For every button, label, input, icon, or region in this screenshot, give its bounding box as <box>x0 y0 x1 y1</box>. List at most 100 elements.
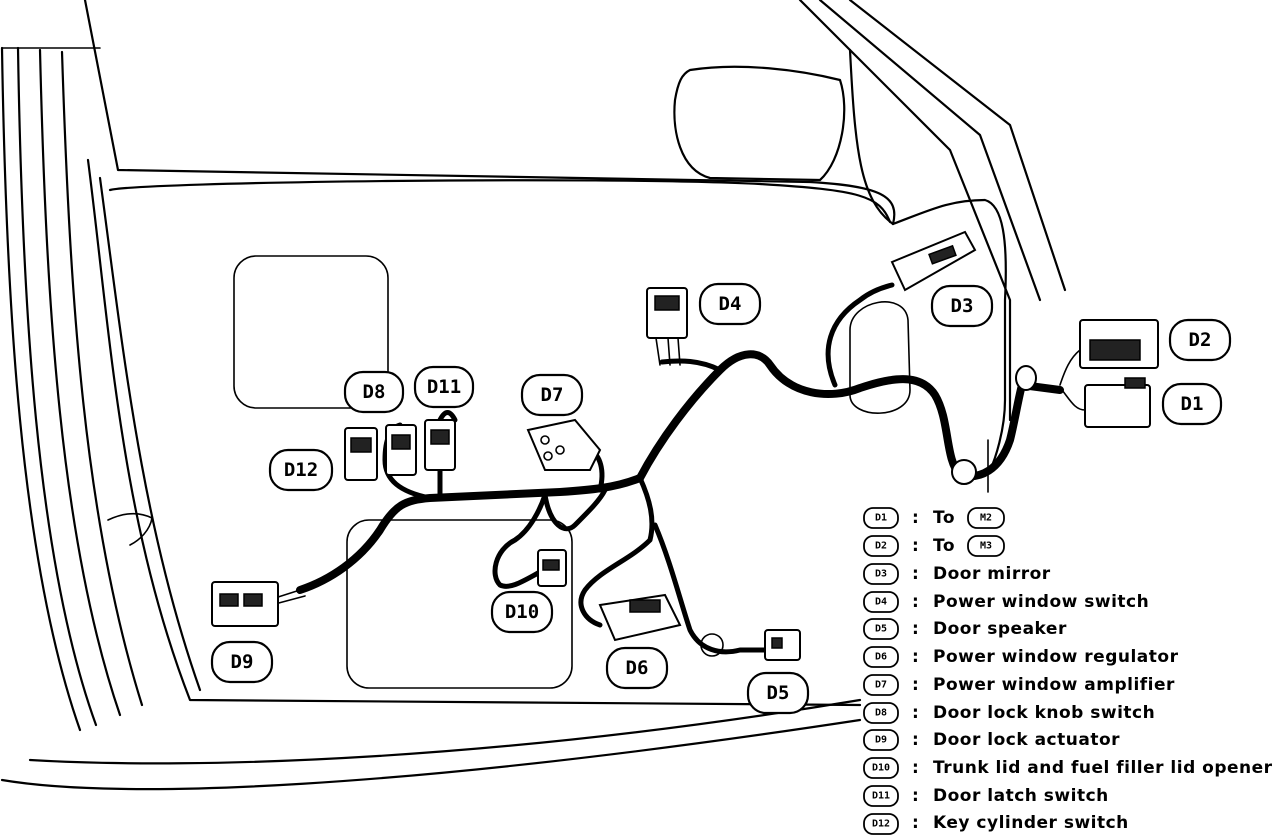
svg-text:D9: D9 <box>875 735 887 746</box>
legend-badge-d3: D3 <box>863 563 899 585</box>
svg-text:D4: D4 <box>719 293 742 315</box>
legend-separator: : <box>912 592 919 612</box>
callout-d4: D4 <box>698 282 762 326</box>
legend-row-d8: D8 : Door lock knob switch <box>863 702 1155 724</box>
callout-d6: D6 <box>605 646 669 690</box>
legend-separator: : <box>912 619 919 639</box>
callout-d9: D9 <box>210 640 274 684</box>
svg-text:D3: D3 <box>951 295 974 317</box>
svg-text:D8: D8 <box>363 381 386 403</box>
legend-text-d12: Key cylinder switch <box>933 813 1129 833</box>
legend-row-d10: D10 : Trunk lid and fuel filler lid open… <box>863 757 1273 779</box>
legend-badge-d10: D10 <box>863 757 899 779</box>
grommet-upper <box>1015 365 1037 391</box>
legend-row-d4: D4 : Power window switch <box>863 591 1149 613</box>
callout-d7: D7 <box>520 373 584 417</box>
legend-badge-d1: D1 <box>863 507 899 529</box>
connector-d1-body <box>1061 377 1151 428</box>
callout-d3: D3 <box>930 284 994 328</box>
svg-text:D7: D7 <box>541 384 564 406</box>
legend-text-d2: To <box>933 536 955 556</box>
svg-text:D11: D11 <box>427 376 461 398</box>
svg-text:D4: D4 <box>875 597 887 608</box>
svg-text:D1: D1 <box>1181 393 1204 415</box>
legend-row-d6: D6 : Power window regulator <box>863 646 1179 668</box>
door-outline <box>0 0 1067 791</box>
legend-separator: : <box>912 758 919 778</box>
legend-badge-d7: D7 <box>863 674 899 696</box>
legend-row-d9: D9 : Door lock actuator <box>863 729 1120 751</box>
legend-text-d3: Door mirror <box>933 564 1051 584</box>
callout-d12: D12 <box>268 448 334 492</box>
legend-badge-d12: D12 <box>863 813 899 835</box>
connector-d2-body <box>1059 319 1159 386</box>
legend-ref-m2: M2 <box>967 507 1005 529</box>
connector-d5-body <box>700 629 801 661</box>
legend-text-d6: Power window regulator <box>933 647 1179 667</box>
legend-row-d11: D11 : Door latch switch <box>863 785 1109 807</box>
legend-separator: : <box>912 786 919 806</box>
grommet-lower <box>951 459 977 485</box>
legend-row-d7: D7 : Power window amplifier <box>863 674 1175 696</box>
legend-text-d10: Trunk lid and fuel filler lid opener <box>933 758 1273 778</box>
callout-d11: D11 <box>413 365 475 409</box>
svg-text:D12: D12 <box>284 459 318 481</box>
connector-d10-body <box>537 549 567 587</box>
legend-separator: : <box>912 508 919 528</box>
legend-separator: : <box>912 647 919 667</box>
legend-separator: : <box>912 703 919 723</box>
legend-text-d5: Door speaker <box>933 619 1067 639</box>
legend-row-d12: D12 : Key cylinder switch <box>863 813 1129 835</box>
legend-text-d9: Door lock actuator <box>933 730 1120 750</box>
svg-text:D6: D6 <box>626 657 649 679</box>
legend-row-d1: D1 : To M2 <box>863 507 1005 529</box>
connector-d11-body <box>424 419 456 471</box>
legend-text-d8: Door lock knob switch <box>933 703 1155 723</box>
callout-d2: D2 <box>1168 318 1232 362</box>
legend-separator: : <box>912 813 919 833</box>
connector-d7-body <box>526 418 602 471</box>
connector-d4-body <box>646 287 688 366</box>
legend-text-d1: To <box>933 508 955 528</box>
connector-d6-body <box>598 593 682 642</box>
connector-d12-body <box>344 427 378 481</box>
legend-separator: : <box>912 536 919 556</box>
legend-separator: : <box>912 730 919 750</box>
legend-badge-d11: D11 <box>863 785 899 807</box>
callout-d1: D1 <box>1161 382 1223 426</box>
svg-text:M3: M3 <box>980 541 992 552</box>
legend-badge-d6: D6 <box>863 646 899 668</box>
legend-badge-d2: D2 <box>863 535 899 557</box>
legend-text-d4: Power window switch <box>933 592 1149 612</box>
svg-text:D10: D10 <box>872 763 890 774</box>
connector-d9-body <box>211 581 279 627</box>
legend-row-d5: D5 : Door speaker <box>863 618 1067 640</box>
connector-d3-body <box>890 230 977 292</box>
svg-text:D3: D3 <box>875 569 887 580</box>
svg-text:D12: D12 <box>872 819 890 830</box>
svg-text:D11: D11 <box>872 791 890 802</box>
legend-badge-d5: D5 <box>863 618 899 640</box>
svg-text:D5: D5 <box>875 624 887 635</box>
svg-text:D9: D9 <box>231 651 254 673</box>
svg-text:D2: D2 <box>875 541 887 552</box>
svg-text:D2: D2 <box>1189 329 1212 351</box>
legend: D1 : To M2 D2 : To M3 <box>863 507 1273 835</box>
legend-separator: : <box>912 564 919 584</box>
legend-badge-d9: D9 <box>863 729 899 751</box>
svg-text:D6: D6 <box>875 652 887 663</box>
callout-d8: D8 <box>343 370 405 414</box>
connector-d8-body <box>385 424 417 476</box>
legend-badge-d4: D4 <box>863 591 899 613</box>
legend-text-d11: Door latch switch <box>933 786 1109 806</box>
legend-separator: : <box>912 675 919 695</box>
svg-text:D5: D5 <box>767 682 790 704</box>
legend-ref-m3: M3 <box>967 535 1005 557</box>
svg-text:D10: D10 <box>505 601 539 623</box>
svg-text:D7: D7 <box>875 680 887 691</box>
svg-text:D1: D1 <box>875 513 887 524</box>
callout-d10: D10 <box>490 590 554 634</box>
legend-text-d7: Power window amplifier <box>933 675 1175 695</box>
svg-text:D8: D8 <box>875 708 887 719</box>
